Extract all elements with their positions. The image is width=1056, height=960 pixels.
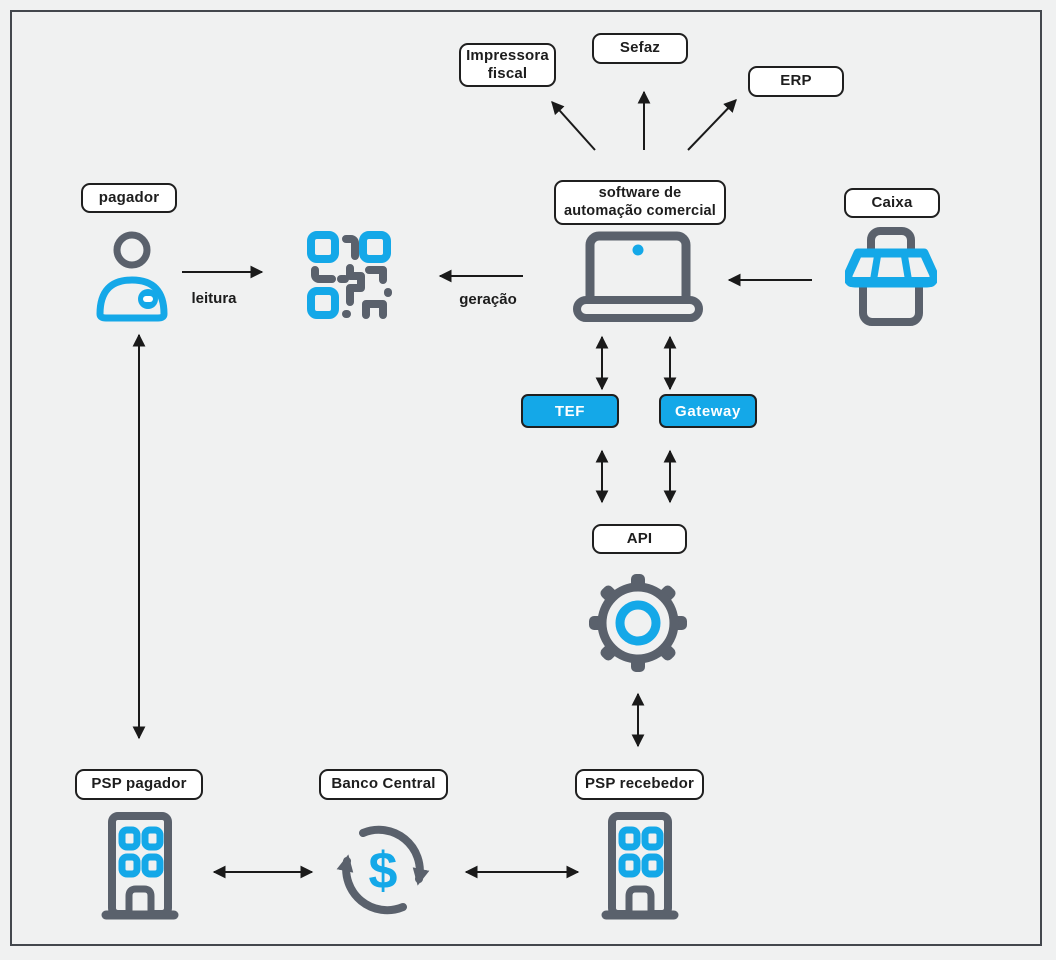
node-erp: ERP — [748, 66, 844, 97]
node-pagador: pagador — [81, 183, 177, 213]
bank-building-icon — [100, 810, 180, 922]
diagram-frame — [10, 10, 1042, 946]
node-impressora-fiscal: Impressora fiscal — [459, 43, 556, 87]
node-psp-pagador: PSP pagador — [75, 769, 203, 800]
money-cycle-icon: $ — [333, 820, 433, 920]
storefront-icon — [845, 226, 937, 326]
gear-icon — [589, 574, 687, 672]
edge-label-leitura: leitura — [191, 290, 237, 307]
bank-building-icon — [600, 810, 680, 922]
svg-text:$: $ — [369, 842, 398, 900]
node-sefaz: Sefaz — [592, 33, 688, 64]
edge-label-geracao: geração — [459, 291, 517, 308]
laptop-icon — [573, 231, 703, 323]
payer-person-icon — [92, 230, 172, 322]
node-psp-recebedor: PSP recebedor — [575, 769, 704, 800]
node-banco-central: Banco Central — [319, 769, 448, 800]
node-api: API — [592, 524, 687, 554]
node-gateway: Gateway — [659, 394, 757, 428]
node-caixa: Caixa — [844, 188, 940, 218]
qr-code-icon — [306, 230, 392, 320]
node-tef: TEF — [521, 394, 619, 428]
node-software-automacao: software de automação comercial — [554, 180, 726, 225]
